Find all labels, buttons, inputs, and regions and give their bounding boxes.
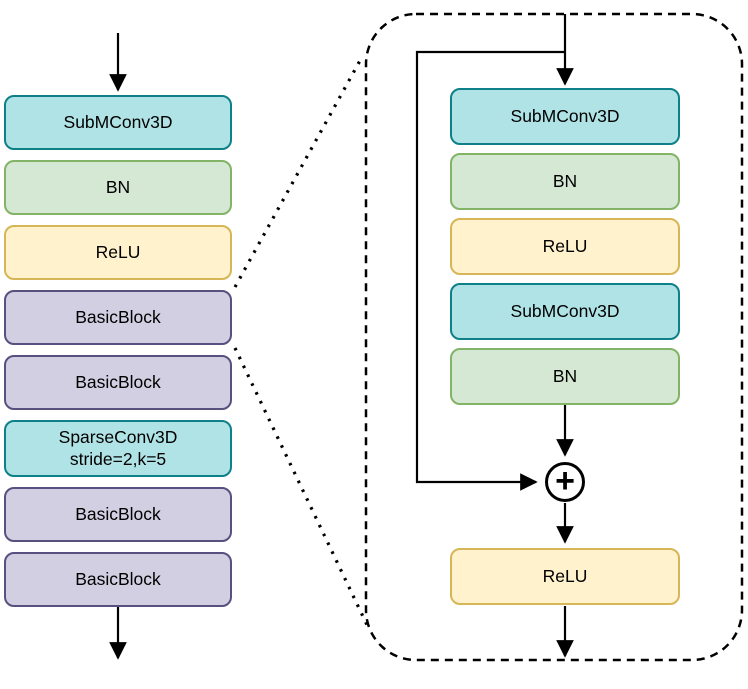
block-label: BasicBlock bbox=[75, 568, 161, 589]
plus-icon: + bbox=[555, 461, 575, 500]
detail-block-relu-output: ReLU bbox=[450, 548, 680, 605]
block-label: SubMConv3D bbox=[510, 300, 620, 321]
sum-node: + bbox=[545, 462, 585, 502]
block-basicblock-4: BasicBlock bbox=[4, 552, 232, 607]
block-label: ReLU bbox=[542, 565, 588, 586]
skip-connection-arrow bbox=[415, 50, 565, 491]
zoom-callout-line-bottom bbox=[233, 347, 370, 628]
block-label: SparseConv3D bbox=[58, 427, 178, 448]
block-label: ReLU bbox=[542, 235, 588, 256]
block-sparseconv3d: SparseConv3D stride=2,k=5 bbox=[4, 420, 232, 477]
block-sublabel: stride=2,k=5 bbox=[69, 448, 167, 469]
block-relu: ReLU bbox=[4, 225, 232, 280]
block-basicblock-2: BasicBlock bbox=[4, 355, 232, 410]
block-label: BasicBlock bbox=[75, 503, 161, 524]
detail-block-bn-2: BN bbox=[450, 348, 680, 405]
block-basicblock-1: BasicBlock bbox=[4, 290, 232, 345]
detail-block-bn-1: BN bbox=[450, 153, 680, 210]
block-label: BasicBlock bbox=[75, 306, 161, 327]
block-label: BasicBlock bbox=[75, 371, 161, 392]
zoom-callout-line-top bbox=[233, 56, 364, 288]
block-label: SubMConv3D bbox=[63, 111, 173, 132]
block-basicblock-3: BasicBlock bbox=[4, 487, 232, 542]
block-label: BN bbox=[552, 365, 578, 386]
block-bn: BN bbox=[4, 160, 232, 215]
block-label: BN bbox=[105, 176, 131, 197]
detail-block-submconv3d-1: SubMConv3D bbox=[450, 88, 680, 145]
block-label: SubMConv3D bbox=[510, 105, 620, 126]
detail-block-submconv3d-2: SubMConv3D bbox=[450, 283, 680, 340]
detail-block-relu-1: ReLU bbox=[450, 218, 680, 275]
block-label: ReLU bbox=[95, 241, 141, 262]
block-label: BN bbox=[552, 170, 578, 191]
block-submconv3d: SubMConv3D bbox=[4, 95, 232, 150]
